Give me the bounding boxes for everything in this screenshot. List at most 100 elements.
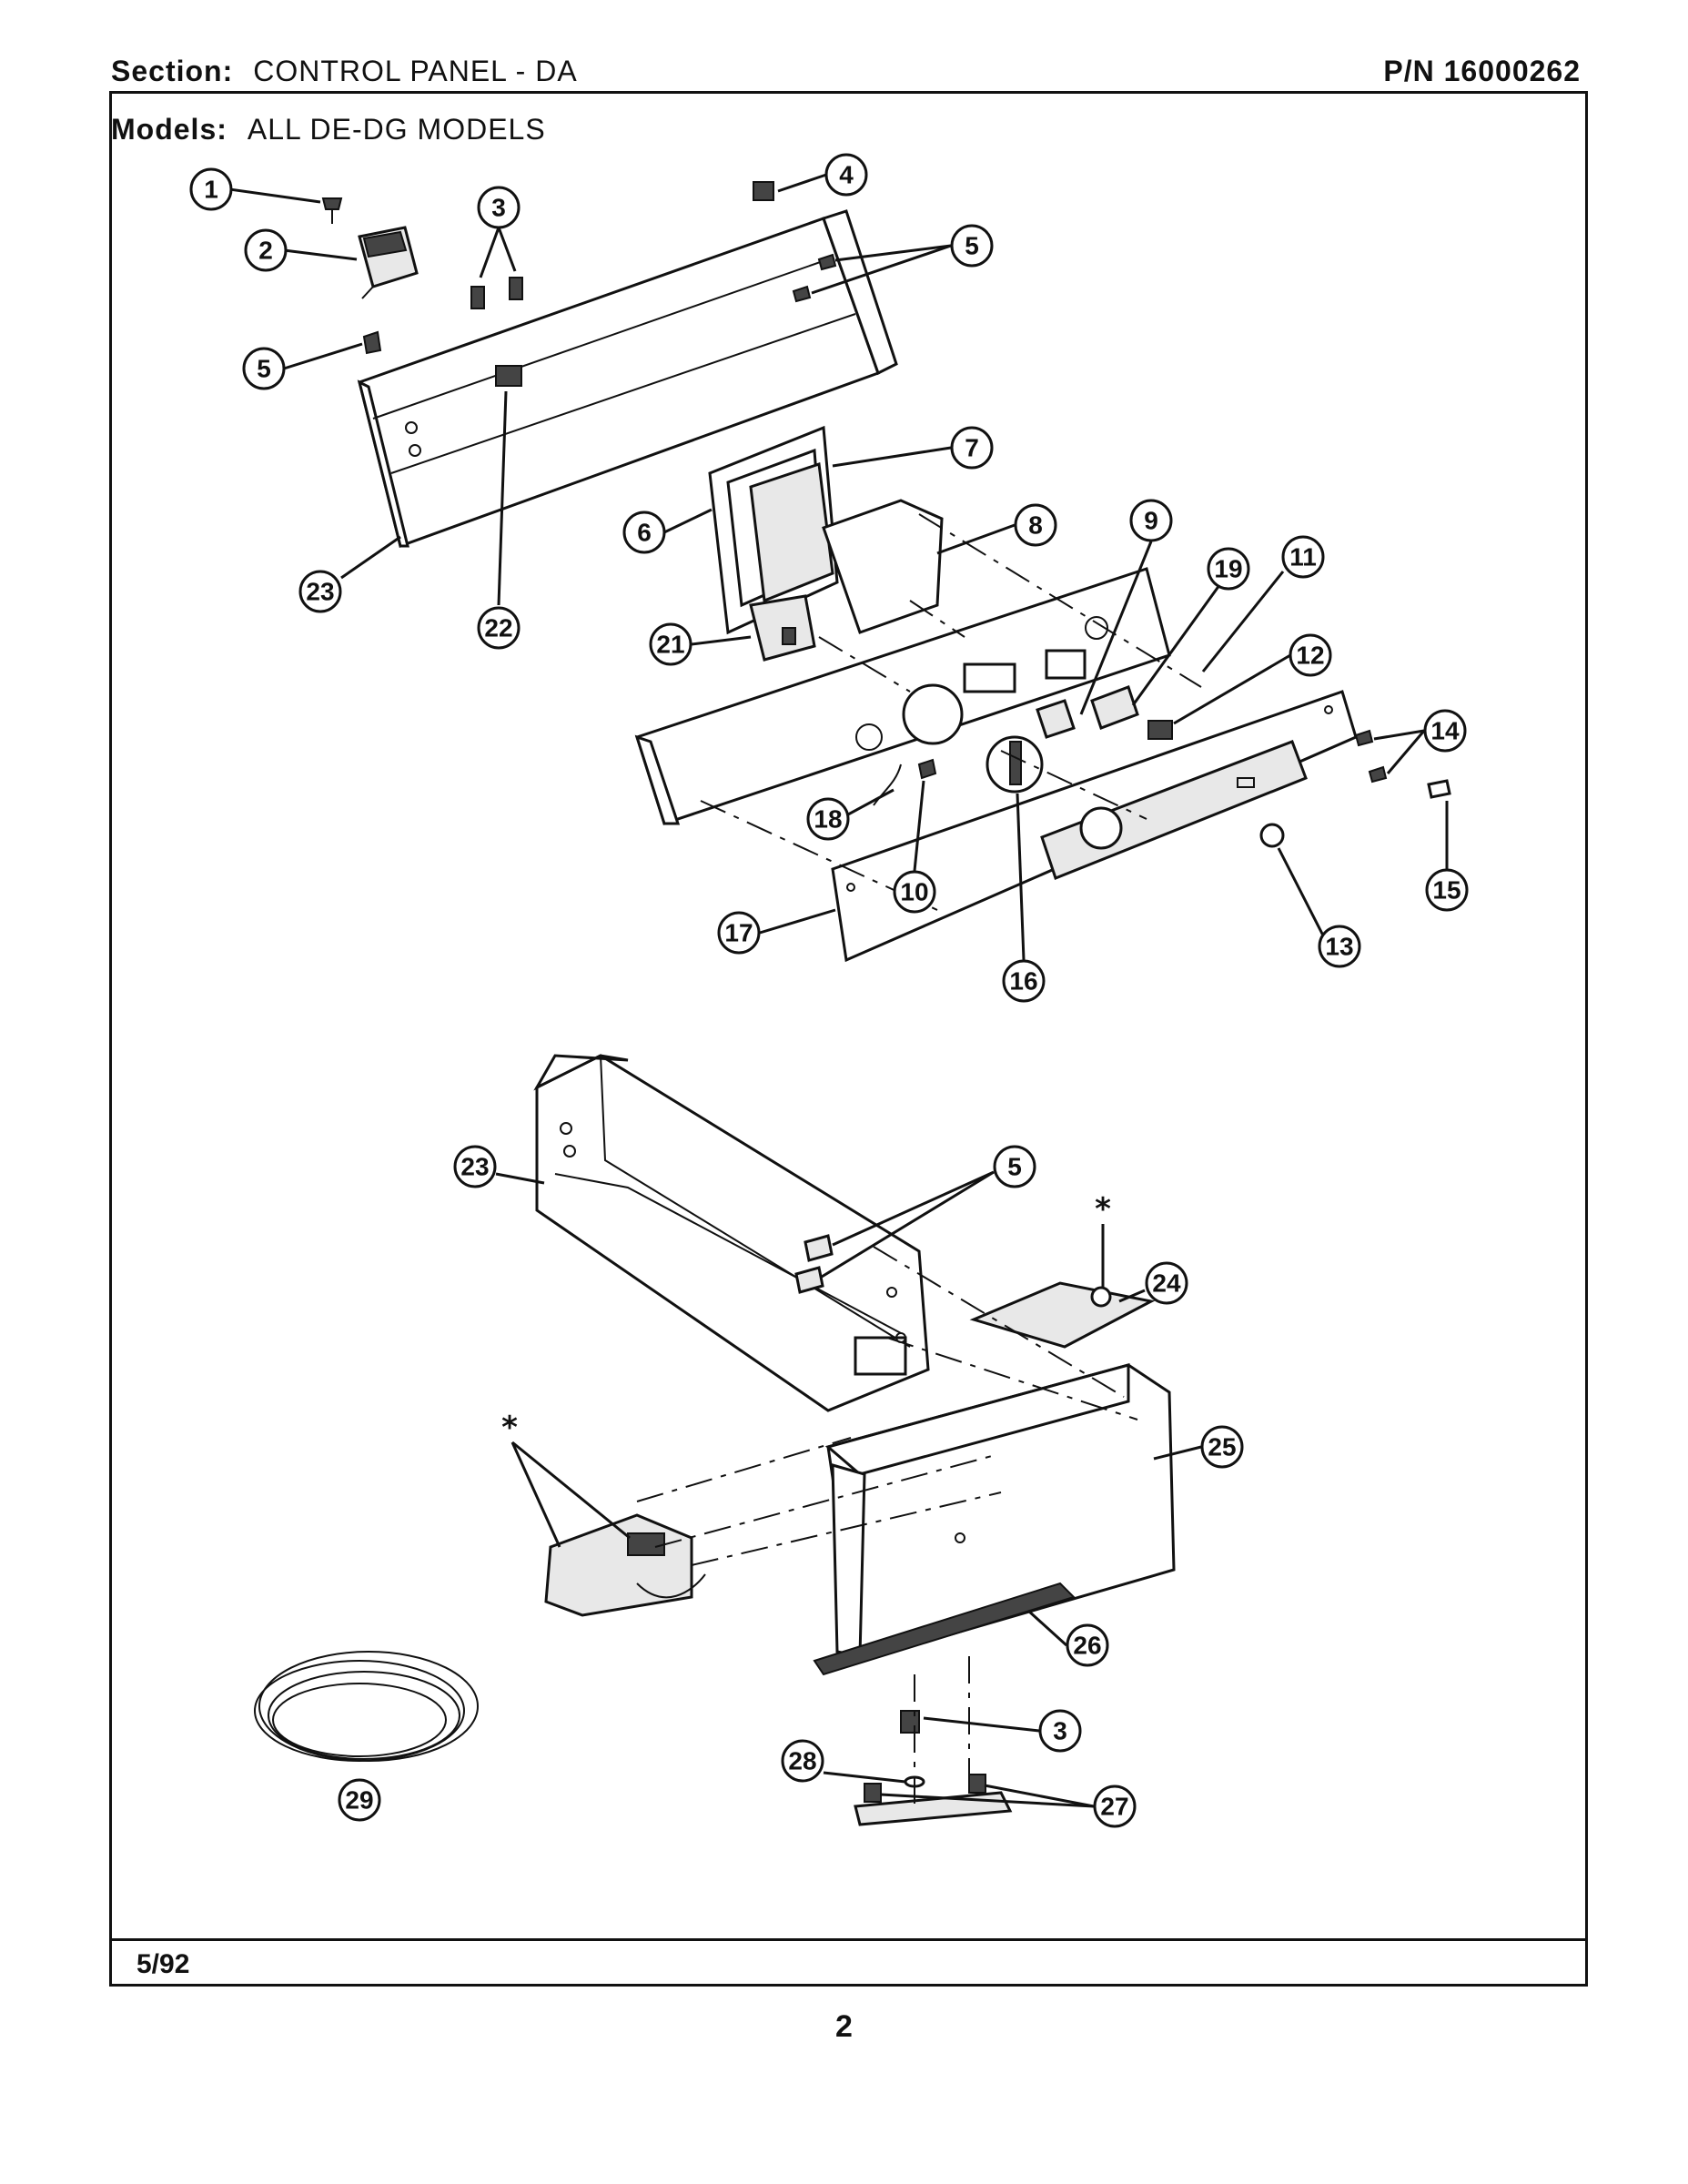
svg-text:5: 5 [965,232,979,260]
screw-part-15 [1427,779,1451,799]
callout-13: 13 [1318,925,1361,968]
svg-text:16: 16 [1009,967,1037,996]
svg-text:23: 23 [306,578,334,606]
section-header: Section: CONTROL PANEL - DA [111,55,578,88]
callout-18: 18 [806,797,850,841]
svg-text:5: 5 [257,355,271,383]
svg-text:22: 22 [484,614,512,642]
svg-text:19: 19 [1214,555,1242,583]
svg-text:14: 14 [1430,717,1460,745]
screws-part-5-upper [792,253,837,303]
section-label: Section: [111,55,234,87]
gasket-part-26 [813,1582,1076,1676]
callout-24: 24 [1145,1261,1188,1305]
relay-part-2 [358,226,419,299]
callout-21: 21 [649,622,692,666]
svg-text:23: 23 [460,1153,489,1181]
svg-text:5: 5 [1007,1153,1022,1181]
svg-text:25: 25 [1208,1433,1236,1461]
callout-23-lower: 23 [453,1145,497,1188]
svg-text:7: 7 [965,434,979,462]
callout-23-upper: 23 [298,570,342,613]
footer-divider [109,1938,1588,1941]
models-line: Models: ALL DE-DG MODELS [111,113,546,147]
svg-text:3: 3 [1053,1717,1067,1745]
svg-text:26: 26 [1073,1632,1101,1660]
bracket-assembly [544,1513,706,1617]
leader-lines [228,173,1449,1808]
callout-19: 19 [1207,547,1250,591]
control-board-parts-6-7-8 [708,425,944,635]
svg-text:9: 9 [1144,507,1158,535]
plug-part-3-lower [900,1710,920,1734]
screws-part-5-lower [794,1234,834,1294]
callout-29: 29 [338,1778,381,1822]
callout-4: 4 [824,153,868,197]
callout-8: 8 [1014,503,1057,547]
svg-text:24: 24 [1152,1269,1181,1298]
screw-part-1 [321,197,343,224]
asterisk-plate: * [1095,1191,1111,1228]
callout-11: 11 [1281,535,1325,579]
callout-25: 25 [1200,1425,1244,1469]
svg-text:4: 4 [839,161,854,189]
callout-10: 10 [893,870,936,914]
switch-part-21 [749,594,816,662]
button-part-13 [1259,823,1285,848]
console-back-panel [634,567,1171,825]
svg-text:1: 1 [204,176,218,204]
svg-text:6: 6 [637,519,652,547]
section-value: CONTROL PANEL - DA [253,55,578,87]
svg-text:17: 17 [724,919,753,947]
svg-text:12: 12 [1296,642,1324,670]
models-label: Models: [111,113,227,146]
models-value: ALL DE-DG MODELS [247,113,546,146]
clip-part-22 [495,365,522,387]
callout-22: 22 [477,606,521,650]
callout-26: 26 [1066,1623,1109,1667]
callout-7: 7 [950,426,994,470]
screw-part-5-left [362,330,382,355]
switch-parts-9-19 [1036,685,1173,740]
screw-part-10 [917,758,937,780]
callout-17: 17 [717,911,761,955]
svg-text:2: 2 [258,237,273,265]
svg-text:10: 10 [900,878,928,906]
knob-part-16 [986,735,1044,794]
callout-5-upper: 5 [950,224,994,268]
svg-text:13: 13 [1325,933,1353,961]
callout-16: 16 [1002,959,1046,1003]
screws-part-14 [1354,729,1388,784]
bushings-part-3 [470,277,523,309]
svg-text:15: 15 [1432,876,1461,905]
plate-part-24 [969,1281,1156,1349]
callout-1: 1 [189,167,233,211]
page-number: 2 [835,2009,853,2044]
callout-14: 14 [1423,709,1467,753]
svg-text:11: 11 [1289,543,1317,571]
callout-12: 12 [1289,633,1332,677]
callout-3: 3 [477,186,521,229]
wiring-harness-part-29 [254,1651,479,1762]
revision-date: 5/92 [136,1949,190,1979]
console-housing-lower [533,1054,930,1412]
asterisk-bracket: * [501,1410,518,1446]
callout-27: 27 [1093,1785,1137,1828]
part-number: P/N 16000262 [1383,55,1581,87]
svg-text:27: 27 [1100,1793,1128,1821]
svg-text:28: 28 [788,1747,816,1775]
wire-part-18 [873,763,902,806]
svg-text:21: 21 [656,631,684,659]
svg-text:18: 18 [814,805,842,834]
callout-9: 9 [1129,499,1173,542]
svg-text:8: 8 [1028,511,1043,540]
svg-text:29: 29 [345,1786,373,1815]
nut-part-4 [753,181,774,201]
diagram-frame [109,91,1588,1987]
callout-5-left: 5 [242,347,286,390]
callout-3-lower: 3 [1038,1709,1082,1753]
callout-2: 2 [244,228,288,272]
callout-6: 6 [622,511,666,554]
console-housing-upper [357,209,898,548]
